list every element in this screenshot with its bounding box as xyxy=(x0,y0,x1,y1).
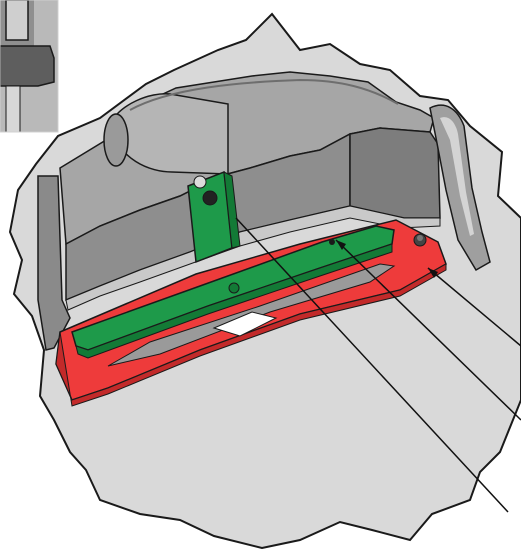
bracket-bolt xyxy=(202,190,218,206)
leader-lines xyxy=(235,217,521,513)
housing-corner-inset xyxy=(0,0,59,133)
red-plate-edge xyxy=(55,263,447,407)
bracket-bolt-top xyxy=(193,175,207,189)
molded-rib xyxy=(129,78,399,111)
plate-pin-cap xyxy=(417,235,423,241)
leader-arrowhead-3 xyxy=(428,268,438,278)
inset-bracket xyxy=(0,45,55,87)
blade-slot-inner xyxy=(212,311,278,337)
bracket-arrow-dot xyxy=(329,239,335,245)
leader-arrowhead-2 xyxy=(336,240,346,250)
bracket-pin xyxy=(228,282,240,294)
green-base-edge xyxy=(75,243,393,359)
inset-rail xyxy=(5,85,21,133)
leader-line-3 xyxy=(427,267,521,347)
green-bracket xyxy=(71,170,395,359)
leader-line-2 xyxy=(335,239,521,421)
side-post xyxy=(429,104,491,272)
cylinder-end xyxy=(103,113,129,167)
post-highlight xyxy=(440,117,474,236)
back-wall-right xyxy=(349,127,441,219)
housing-wall xyxy=(37,71,441,351)
green-upright-side xyxy=(223,171,241,249)
wall-ledge xyxy=(65,205,441,311)
inset-panel-face xyxy=(5,0,29,41)
leader-line-1 xyxy=(235,217,509,513)
inset-frame xyxy=(0,0,59,133)
